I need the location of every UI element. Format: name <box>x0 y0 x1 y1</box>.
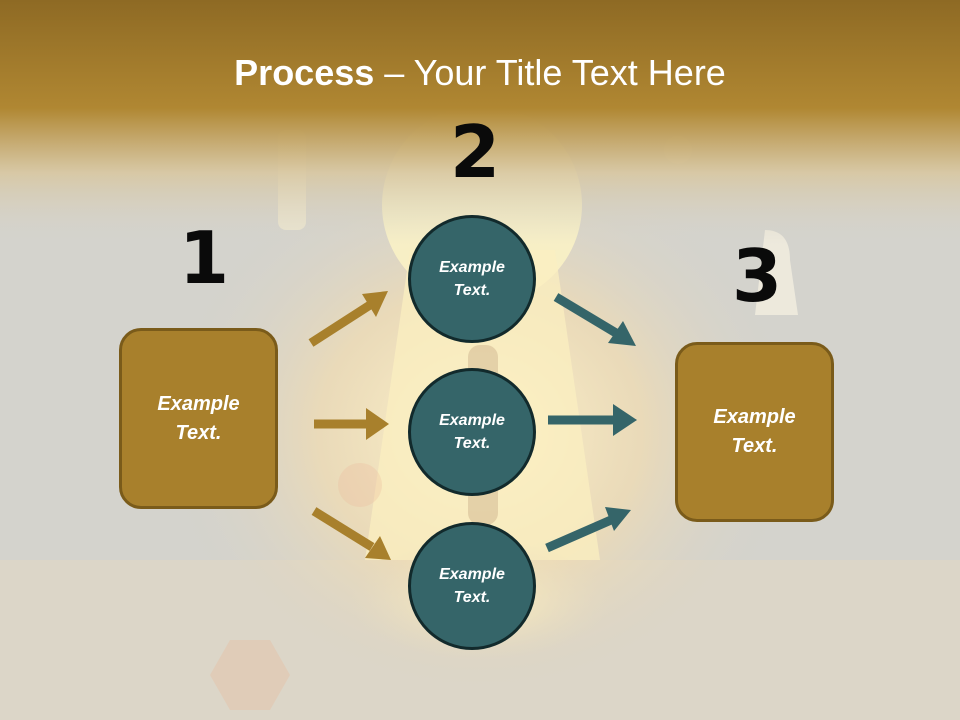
node-right-box: Example Text. <box>675 342 834 522</box>
arrow-top-to-right <box>553 293 636 346</box>
node-top-text: Example Text. <box>439 259 505 299</box>
node-top-circle: Example Text. <box>408 215 536 343</box>
node-bottom-text: Example Text. <box>439 566 505 606</box>
node-bottom-circle: Example Text. <box>408 522 536 650</box>
title-bold: Process <box>234 52 375 93</box>
node-right-text: Example Text. <box>713 406 796 457</box>
slide-title: Process – Your Title Text Here <box>0 52 960 94</box>
node-middle-text: Example Text. <box>439 412 505 452</box>
node-middle-circle: Example Text. <box>408 368 536 496</box>
step-number-2: 2 <box>450 110 501 194</box>
arrow-left-to-bottom <box>311 507 391 560</box>
arrow-left-to-middle <box>314 408 389 440</box>
arrow-left-to-top <box>308 291 388 347</box>
node-left-box: Example Text. <box>119 328 278 509</box>
arrow-bottom-to-right <box>545 507 631 553</box>
arrow-middle-to-right <box>548 404 637 436</box>
step-number-3: 3 <box>732 234 783 318</box>
step-number-1: 1 <box>179 216 230 300</box>
node-left-text: Example Text. <box>157 392 240 444</box>
title-rest: – Your Title Text Here <box>374 52 726 93</box>
